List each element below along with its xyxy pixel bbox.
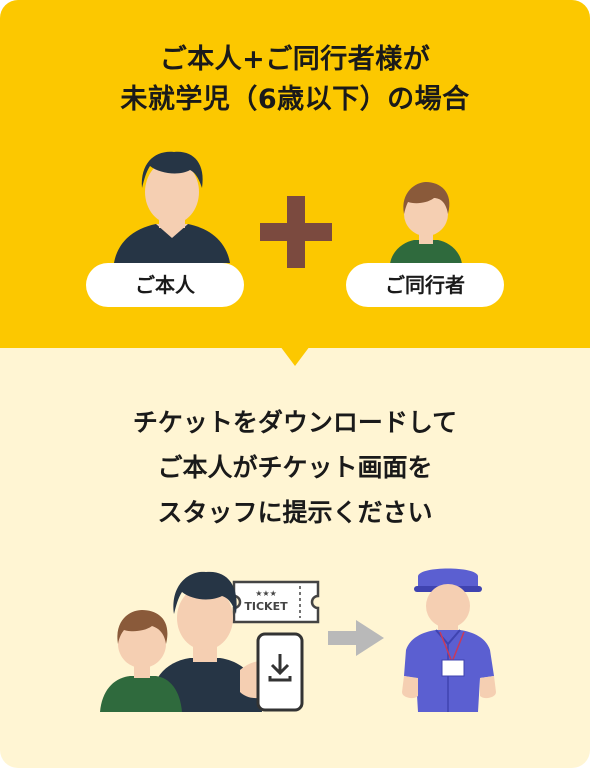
message-line-3: スタッフに提示ください bbox=[157, 498, 433, 527]
message-line-2: ご本人がチケット画面を bbox=[157, 453, 433, 482]
page-title: ご本人+ご同行者様が 未就学児（6歳以下）の場合 bbox=[0, 40, 590, 120]
staff-person-icon bbox=[402, 568, 496, 712]
adult-person-icon bbox=[114, 151, 230, 263]
plus-icon bbox=[260, 196, 332, 268]
down-pointer bbox=[280, 346, 310, 366]
title-line-1: ご本人+ご同行者様が bbox=[159, 44, 431, 75]
child-person-icon bbox=[390, 182, 462, 264]
ticket-text: TICKET bbox=[244, 600, 288, 613]
arrow-right-icon bbox=[328, 620, 384, 656]
message-line-1: チケットをダウンロードして bbox=[132, 408, 458, 437]
ticket-stars: ★★★ bbox=[255, 589, 277, 598]
companion-label: ご同行者 bbox=[346, 263, 504, 307]
instruction-message: チケットをダウンロードして ご本人がチケット画面を スタッフに提示ください bbox=[0, 400, 590, 535]
title-line-2: 未就学児（6歳以下）の場合 bbox=[120, 84, 470, 115]
ticket-icon: ★★★ TICKET bbox=[232, 580, 320, 624]
people-with-phone-illustration bbox=[100, 571, 304, 712]
self-label: ご本人 bbox=[86, 263, 244, 307]
